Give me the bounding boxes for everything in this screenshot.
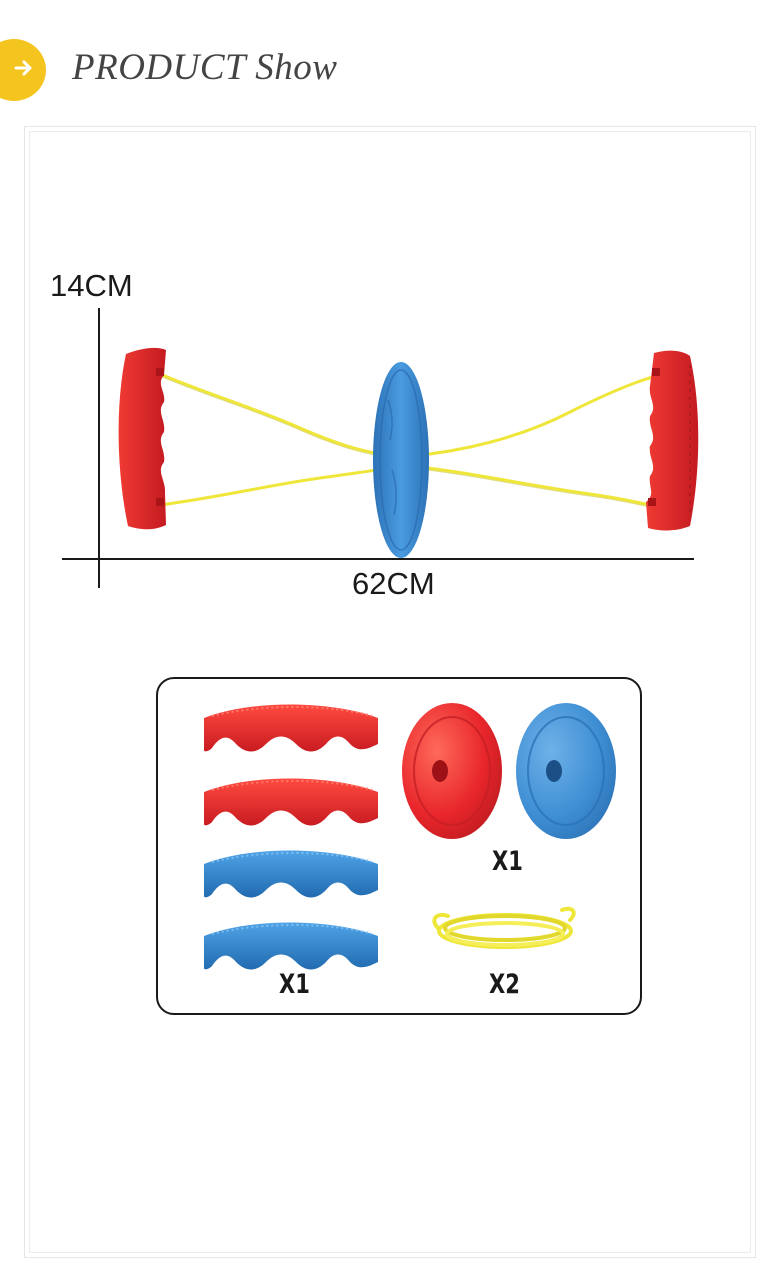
panel-inner-border (29, 131, 751, 1253)
center-disc (373, 362, 429, 558)
discs-quantity-label: X1 (492, 846, 523, 877)
right-handle (646, 350, 699, 531)
parts-handle-red-1 (204, 704, 378, 752)
parts-contents-box (156, 677, 642, 1015)
section-header: PRODUCT Show (0, 36, 770, 102)
ropes-quantity-label: X2 (489, 969, 520, 1000)
parts-disc-blue (516, 703, 616, 839)
height-dimension-label: 14CM (50, 268, 133, 303)
width-dimension-label: 62CM (352, 566, 435, 601)
left-handle (118, 347, 166, 530)
parts-rope-coil (432, 906, 576, 949)
parts-disc-red (402, 703, 502, 839)
parts-handle-red-2 (204, 778, 378, 826)
page-title: PRODUCT Show (72, 47, 338, 88)
parts-handle-blue-1 (204, 850, 378, 898)
parts-handle-blue-2 (204, 922, 378, 970)
arrow-right-icon (14, 60, 32, 76)
handles-quantity-label: X1 (279, 969, 310, 1000)
